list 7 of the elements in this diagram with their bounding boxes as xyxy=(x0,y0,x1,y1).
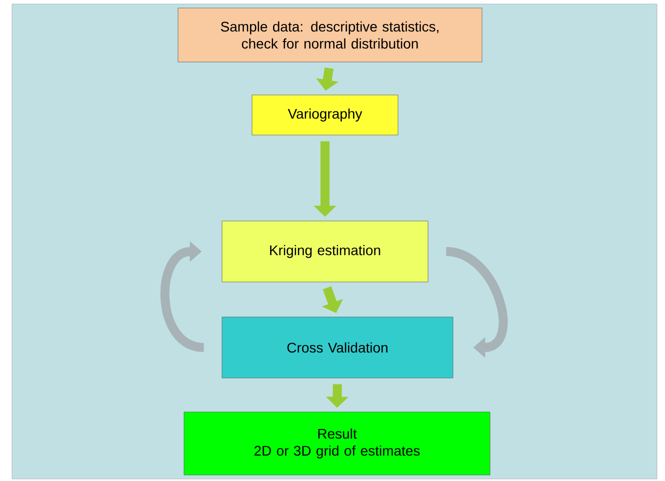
process-box: Result 2D or 3D grid of estimates xyxy=(184,412,490,476)
curved-arrow xyxy=(160,241,205,352)
process-box: Cross Validation xyxy=(222,316,454,378)
curved-arrow xyxy=(446,247,508,358)
process-box: Sample data: descriptive statistics, check for normal distribution xyxy=(178,8,482,62)
process-box: Kriging estimation xyxy=(222,220,428,282)
process-box: Variography xyxy=(252,94,398,136)
